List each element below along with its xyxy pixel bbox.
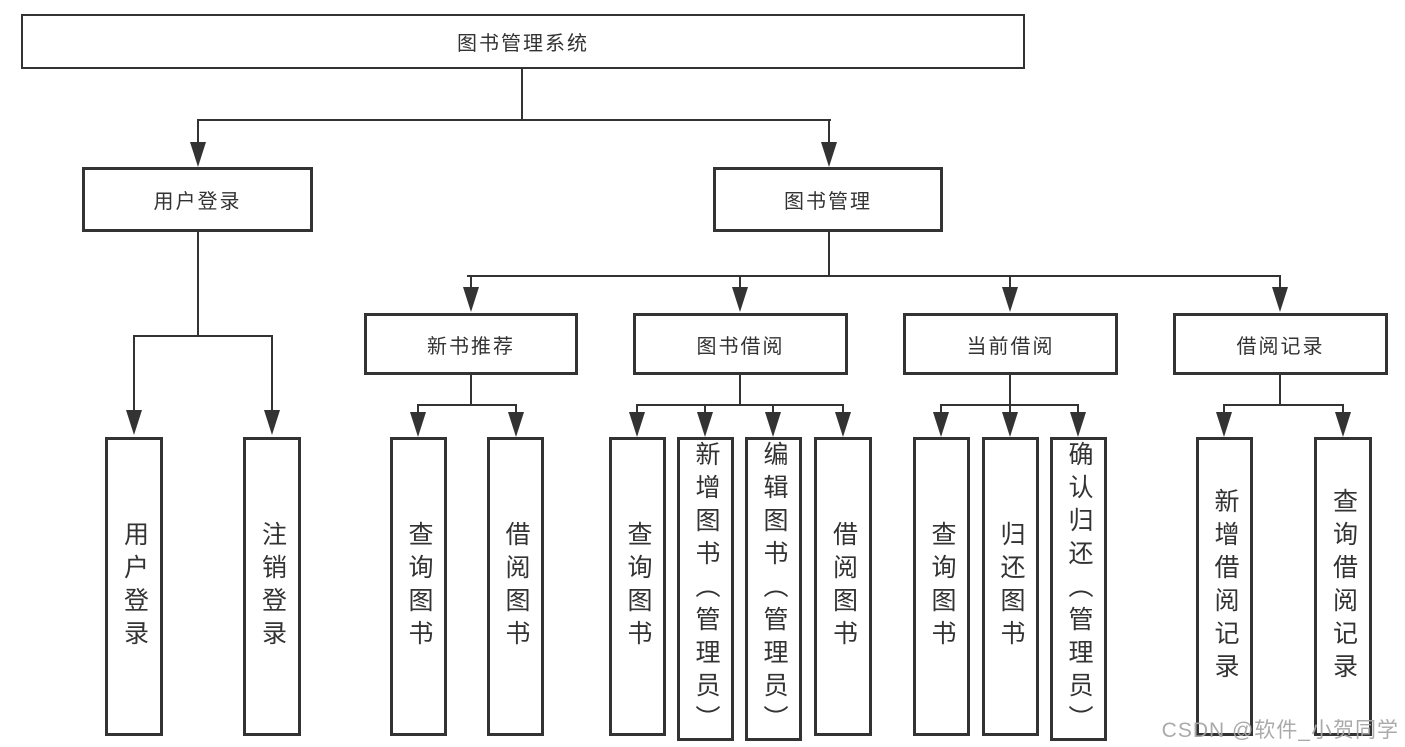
leaf-borrow-books-1-label: 借阅图书 bbox=[502, 520, 530, 653]
arrowhead-icon bbox=[835, 412, 851, 437]
node-user-login-label: 用户登录 bbox=[153, 191, 242, 213]
connector-line bbox=[940, 404, 942, 414]
connector-line bbox=[133, 335, 135, 412]
leaf-query-borrow-record-label: 查询借阅记录 bbox=[1329, 487, 1358, 686]
leaf-borrow-books-1: 借阅图书 bbox=[487, 437, 544, 736]
connector-line bbox=[417, 404, 419, 414]
arrowhead-icon bbox=[1216, 412, 1232, 437]
arrowhead-icon bbox=[126, 410, 142, 435]
arrowhead-icon bbox=[1002, 412, 1018, 437]
arrowhead-icon bbox=[1070, 412, 1086, 437]
arrowhead-icon bbox=[1002, 287, 1018, 312]
connector-line bbox=[197, 119, 199, 144]
connector-line bbox=[828, 231, 830, 276]
connector-line bbox=[1009, 275, 1011, 289]
connector-line bbox=[197, 232, 199, 336]
connector-line bbox=[417, 404, 517, 406]
arrowhead-icon bbox=[1335, 412, 1351, 437]
leaf-confirm-return-admin-label: 确认归还（管理员） bbox=[1065, 440, 1093, 738]
connector-line bbox=[1223, 404, 1225, 414]
connector-line bbox=[197, 119, 831, 121]
leaf-query-books-1: 查询图书 bbox=[390, 437, 447, 736]
connector-line bbox=[133, 335, 273, 337]
leaf-logout-label: 注销登录 bbox=[258, 520, 287, 653]
connector-line bbox=[739, 375, 741, 406]
node-current-borrowing: 当前借阅 bbox=[903, 313, 1118, 375]
leaf-query-books-2-label: 查询图书 bbox=[624, 520, 652, 653]
node-book-borrowing-label: 图书借阅 bbox=[696, 335, 785, 358]
node-root: 图书管理系统 bbox=[21, 14, 1025, 69]
connector-line bbox=[515, 404, 517, 414]
connector-line bbox=[271, 335, 273, 412]
connector-line bbox=[772, 404, 774, 414]
node-user-login: 用户登录 bbox=[82, 167, 313, 232]
arrowhead-icon bbox=[508, 412, 524, 437]
leaf-add-books-admin-label: 新增图书（管理员） bbox=[692, 440, 720, 738]
connector-line bbox=[1077, 404, 1079, 414]
arrowhead-icon bbox=[463, 287, 479, 312]
leaf-user-login: 用户登录 bbox=[105, 437, 163, 736]
connector-line bbox=[470, 275, 472, 289]
arrowhead-icon bbox=[629, 412, 645, 437]
connector-line bbox=[467, 275, 1281, 277]
arrowhead-icon bbox=[732, 287, 748, 312]
node-current-borrowing-label: 当前借阅 bbox=[966, 335, 1055, 358]
leaf-edit-books-admin: 编辑图书（管理员） bbox=[745, 437, 802, 741]
node-new-book-recommendation: 新书推荐 bbox=[364, 313, 578, 375]
connector-line bbox=[704, 404, 706, 414]
leaf-return-books: 归还图书 bbox=[982, 437, 1039, 736]
connector-line bbox=[1342, 404, 1344, 414]
node-book-management-label: 图书管理 bbox=[784, 191, 872, 213]
leaf-return-books-label: 归还图书 bbox=[997, 520, 1025, 653]
connector-line bbox=[842, 404, 844, 414]
connector-line bbox=[470, 375, 472, 406]
leaf-query-borrow-record: 查询借阅记录 bbox=[1314, 437, 1372, 736]
leaf-borrow-books-2-label: 借阅图书 bbox=[829, 520, 858, 653]
connector-line bbox=[636, 404, 844, 406]
leaf-confirm-return-admin: 确认归还（管理员） bbox=[1050, 437, 1107, 741]
arrowhead-icon bbox=[1272, 287, 1288, 312]
connector-line bbox=[1223, 404, 1344, 406]
leaf-query-books-3-label: 查询图书 bbox=[928, 520, 956, 653]
leaf-add-borrow-record-label: 新增借阅记录 bbox=[1211, 487, 1239, 686]
node-root-label: 图书管理系统 bbox=[457, 33, 589, 55]
leaf-query-books-1-label: 查询图书 bbox=[405, 520, 433, 653]
node-new-book-recommendation-label: 新书推荐 bbox=[427, 335, 515, 358]
connector-line bbox=[739, 275, 741, 289]
leaf-borrow-books-2: 借阅图书 bbox=[814, 437, 872, 736]
connector-line bbox=[1279, 275, 1281, 289]
connector-line bbox=[1009, 375, 1011, 406]
leaf-edit-books-admin-label: 编辑图书（管理员） bbox=[760, 440, 788, 738]
leaf-user-login-label: 用户登录 bbox=[120, 520, 149, 653]
node-book-management: 图书管理 bbox=[713, 167, 943, 232]
node-borrowing-records-label: 借阅记录 bbox=[1236, 335, 1325, 358]
node-book-borrowing: 图书借阅 bbox=[633, 313, 848, 375]
connector-line bbox=[521, 69, 523, 120]
node-borrowing-records: 借阅记录 bbox=[1173, 313, 1388, 375]
leaf-add-books-admin: 新增图书（管理员） bbox=[677, 437, 734, 741]
arrowhead-icon bbox=[264, 410, 280, 435]
connector-line bbox=[636, 404, 638, 414]
connector-line bbox=[828, 119, 830, 144]
arrowhead-icon bbox=[697, 412, 713, 437]
connector-line bbox=[1009, 404, 1011, 414]
connector-line bbox=[1279, 375, 1281, 406]
leaf-add-borrow-record: 新增借阅记录 bbox=[1196, 437, 1253, 736]
leaf-logout: 注销登录 bbox=[243, 437, 301, 736]
arrowhead-icon bbox=[410, 412, 426, 437]
leaf-query-books-2: 查询图书 bbox=[609, 437, 666, 736]
arrowhead-icon bbox=[821, 142, 837, 167]
arrowhead-icon bbox=[190, 142, 206, 167]
arrowhead-icon bbox=[765, 412, 781, 437]
csdn-watermark: CSDN @软件_小贺同学 bbox=[1161, 719, 1399, 742]
leaf-query-books-3: 查询图书 bbox=[913, 437, 970, 736]
arrowhead-icon bbox=[933, 412, 949, 437]
